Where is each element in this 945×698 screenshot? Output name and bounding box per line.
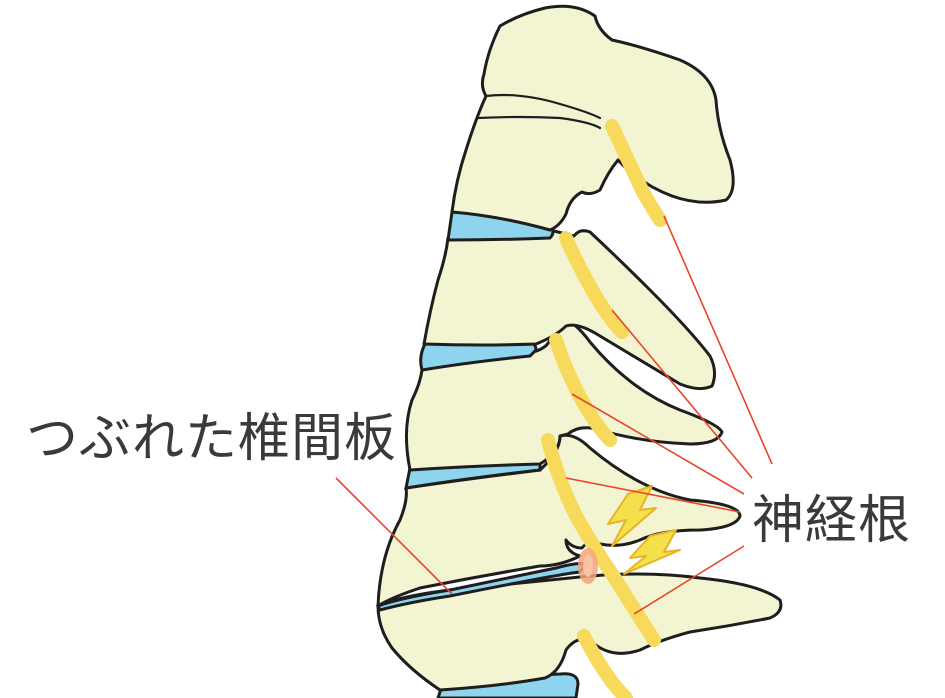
lightning-bolt-icon (623, 529, 681, 575)
leader-line-nerve-1 (663, 215, 773, 465)
leader-line-nerve-5 (633, 545, 745, 615)
nerve-root-3 (549, 333, 617, 447)
nerve-root-1 (605, 119, 667, 227)
collapsed-disc (375, 562, 589, 612)
leader-line-nerve-4 (565, 477, 741, 513)
nerve-root-label: 神経根 (752, 491, 912, 551)
leader-line-nerve-3 (571, 393, 745, 495)
vertebra-c1-c2 (450, 4, 735, 232)
leader-line-nerve-2 (611, 309, 753, 479)
collapsed-disc-label: つぶれた椎間板 (26, 409, 398, 469)
atlas-arch-line (484, 93, 602, 120)
nerve-root-5 (577, 629, 633, 698)
lightning-bolt-icon (607, 485, 657, 547)
axis-body-line (476, 115, 602, 130)
leader-line-disc (335, 477, 453, 595)
vertebra-c2 (422, 228, 717, 391)
nerve-root-4 (541, 433, 661, 647)
nerve-root-2 (559, 231, 629, 339)
